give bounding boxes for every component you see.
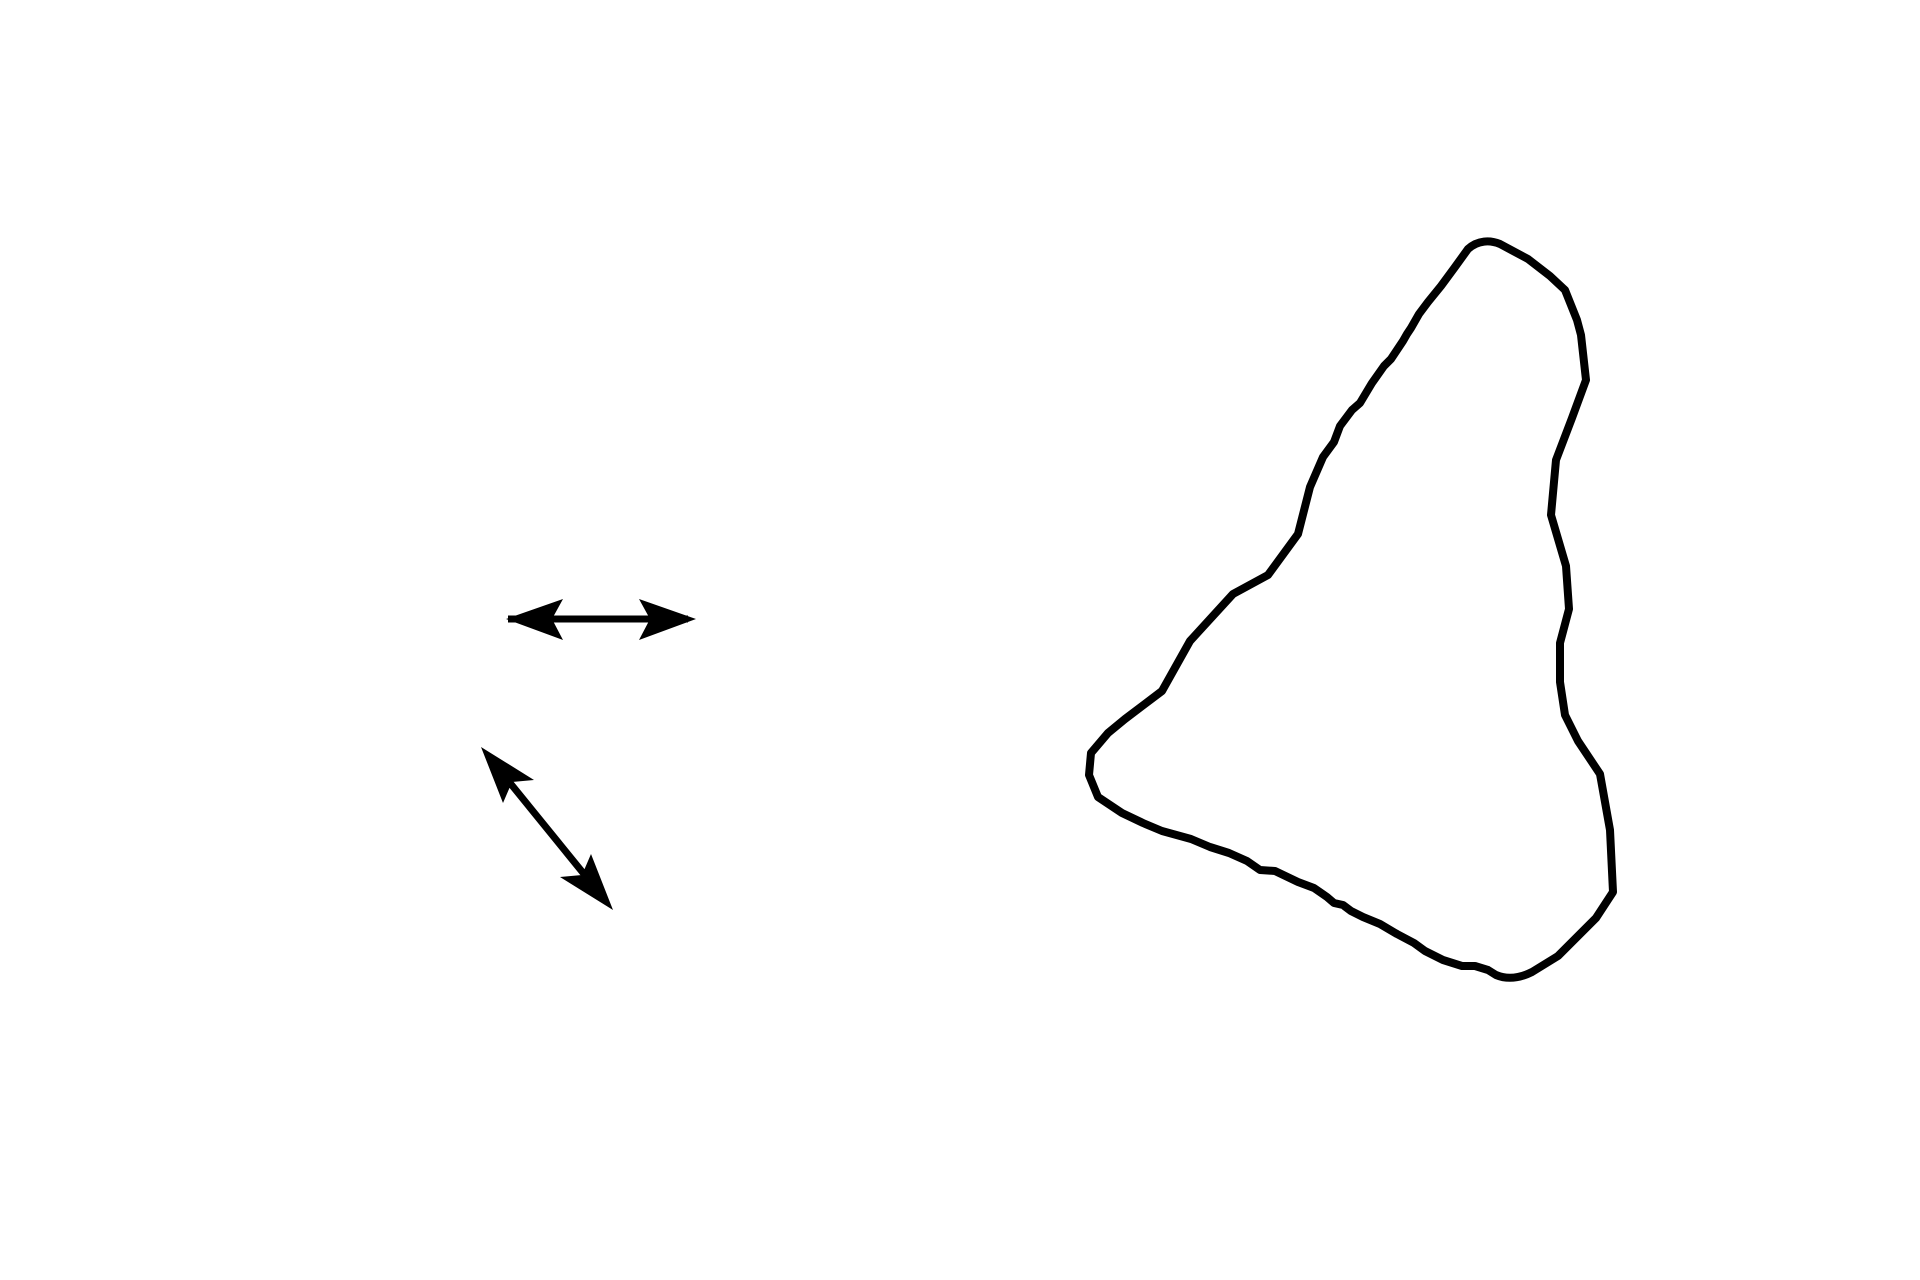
horizontal-double-arrow-icon[interactable] [506,599,696,640]
diagonal-double-arrow-icon[interactable] [481,747,613,910]
freeform-triangular-shape[interactable] [1085,237,1617,982]
